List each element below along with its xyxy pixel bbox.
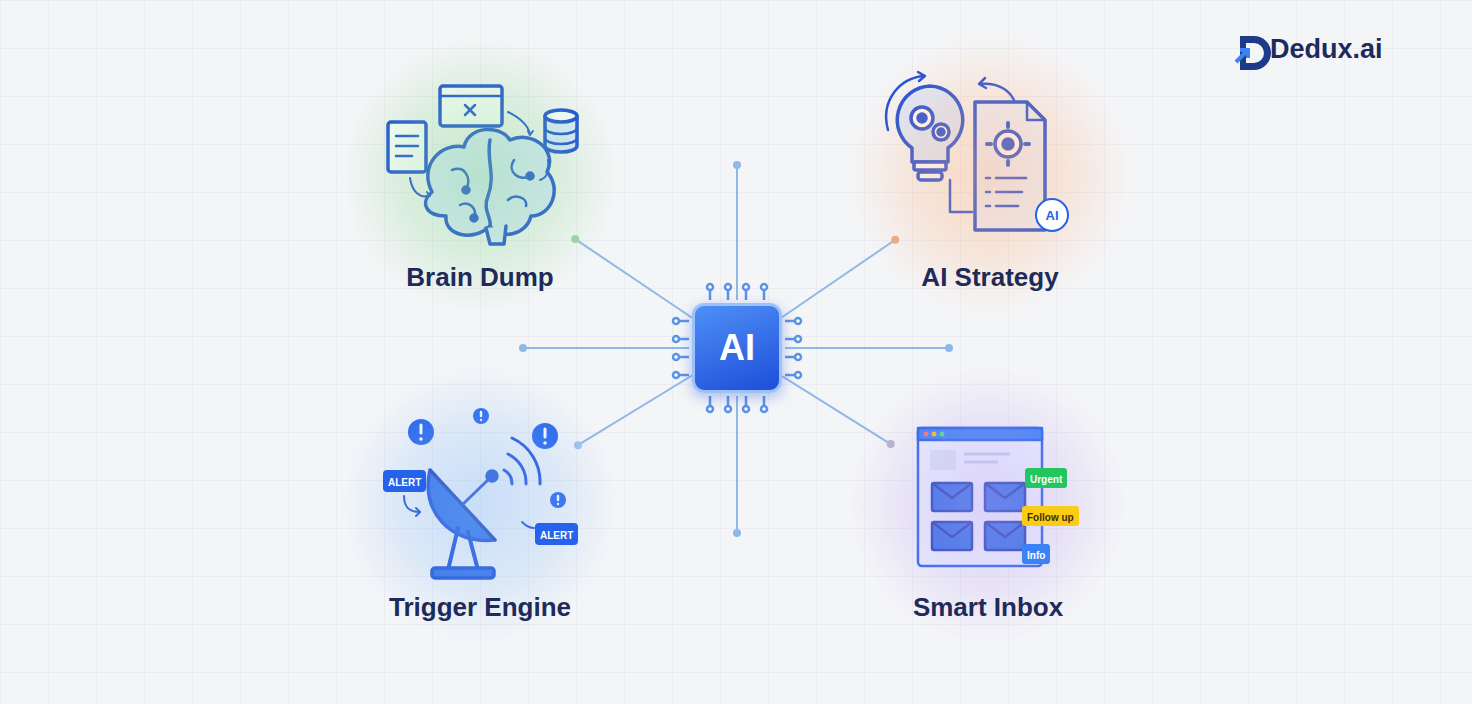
feature-circle: Trigger Engine ALERT ALERT bbox=[340, 365, 620, 645]
feature-circle: AI Strategy AI bbox=[850, 35, 1130, 315]
node-label: Trigger Engine bbox=[389, 592, 571, 623]
alert-badge: ALERT bbox=[535, 523, 578, 545]
brand-logo: Dedux.ai bbox=[1270, 34, 1383, 65]
feature-circle: Brain Dump bbox=[340, 35, 620, 315]
ai-chip: AI bbox=[692, 303, 782, 393]
node-label: AI bbox=[1046, 208, 1059, 223]
logo-mark bbox=[1236, 36, 1271, 70]
node-label: Urgent bbox=[1030, 474, 1062, 485]
feature-circle: Smart Inbox UrgentFollow up Info bbox=[848, 365, 1128, 645]
node-label: AI bbox=[719, 327, 755, 369]
node-label: ALERT bbox=[388, 477, 421, 488]
ai-badge: AI bbox=[1035, 198, 1069, 232]
chip-pins bbox=[673, 284, 801, 412]
status-tag: Urgent bbox=[1025, 468, 1067, 488]
node-label: AI Strategy bbox=[921, 262, 1058, 293]
alert-badge: ALERT bbox=[383, 470, 426, 492]
node-label: Info bbox=[1027, 550, 1045, 561]
status-tag: Follow up bbox=[1022, 506, 1079, 526]
node-label: Follow up bbox=[1027, 512, 1074, 523]
node-label: Brain Dump bbox=[406, 262, 553, 293]
node-label: ALERT bbox=[540, 530, 573, 541]
status-tag: Info bbox=[1022, 544, 1050, 564]
node-label: Smart Inbox bbox=[913, 592, 1063, 623]
